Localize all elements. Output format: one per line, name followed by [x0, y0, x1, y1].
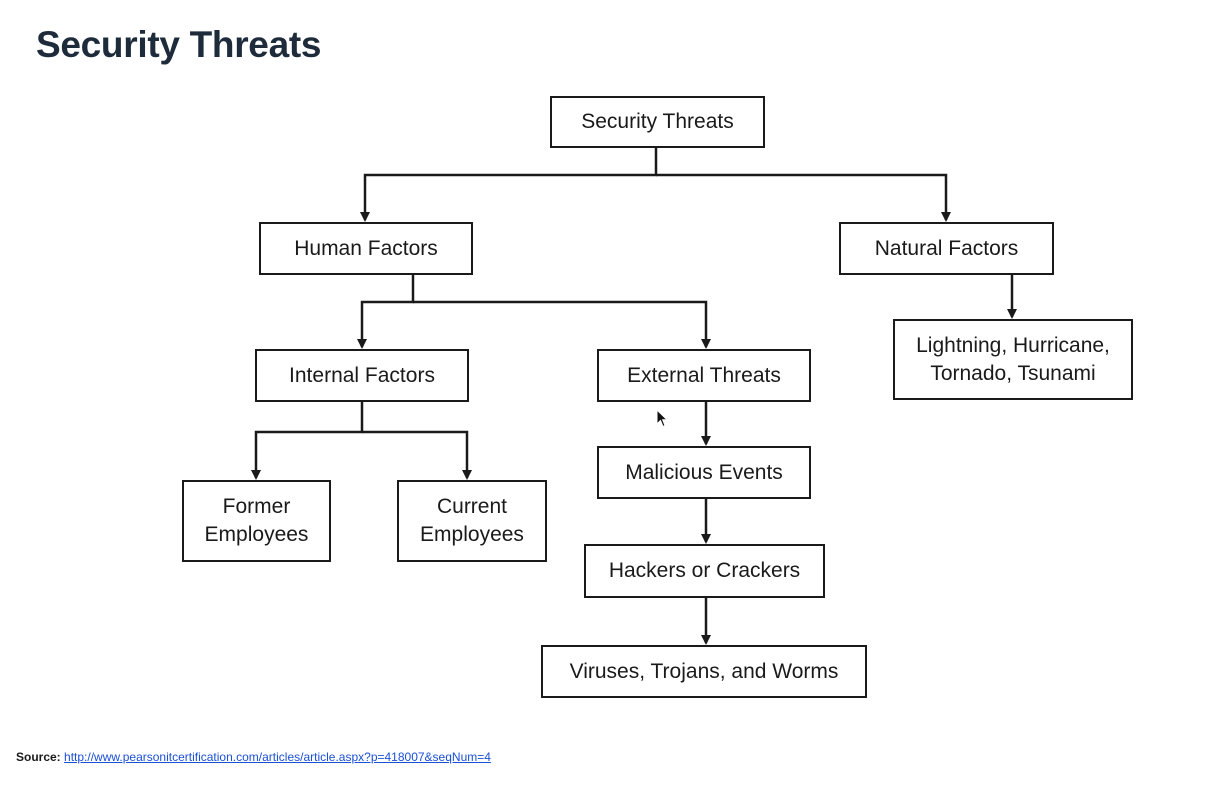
node-label: External Threats [627, 363, 781, 387]
node-label: Former Employees [204, 495, 309, 546]
node-hackers-crackers: Hackers or Crackers [584, 544, 825, 598]
source-footer: Source: http://www.pearsonitcertificatio… [16, 750, 491, 764]
node-label: Natural Factors [874, 236, 1019, 260]
node-label: Lightning, Hurricane, Tornado, Tsunami [916, 333, 1110, 385]
node-label: Malicious Events [625, 460, 783, 484]
mouse-pointer-icon [656, 409, 668, 428]
node-security-threats: Security Threats [550, 96, 765, 148]
node-external-threats: External Threats [597, 349, 811, 402]
node-internal-factors: Internal Factors [255, 349, 469, 402]
node-former-employees: Former Employees [182, 480, 331, 562]
node-natural-factors: Natural Factors [839, 222, 1054, 275]
connector-root-to-natural [656, 173, 951, 222]
slide-title: Security Threats [36, 24, 322, 65]
node-human-factors: Human Factors [259, 222, 473, 275]
connector-internal-to-current [362, 430, 472, 480]
node-label: Security Threats [581, 110, 734, 133]
node-label: Current Employees [420, 495, 524, 546]
node-natural-examples: Lightning, Hurricane, Tornado, Tsunami [893, 319, 1133, 400]
node-label: Internal Factors [289, 363, 435, 387]
connector-human-to-external [413, 300, 711, 349]
node-malware: Viruses, Trojans, and Worms [541, 645, 867, 698]
node-label: Viruses, Trojans, and Worms [569, 659, 839, 683]
source-label: Source: [16, 750, 61, 764]
node-label: Human Factors [294, 236, 438, 260]
node-malicious-events: Malicious Events [597, 446, 811, 499]
connector-human-to-internal [357, 275, 415, 349]
node-current-employees: Current Employees [397, 480, 547, 562]
connector-root-to-human [360, 148, 658, 222]
source-link[interactable]: http://www.pearsonitcertification.com/ar… [64, 750, 491, 764]
connector-internal-to-former [251, 402, 364, 480]
node-label: Hackers or Crackers [608, 559, 801, 582]
